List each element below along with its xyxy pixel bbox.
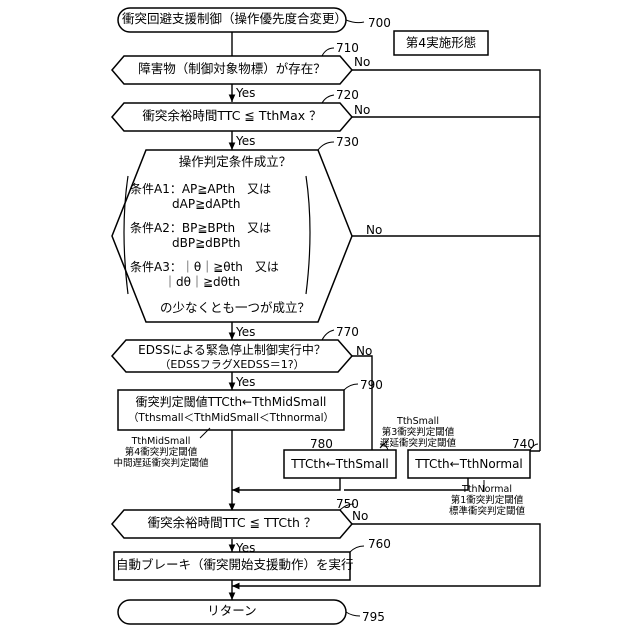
ref-720: 720 bbox=[336, 89, 359, 101]
decision-730-title: 操作判定条件成立？ bbox=[160, 156, 310, 169]
yes-720: Yes bbox=[236, 135, 255, 147]
start-label: 衝突回避支援制御（操作優先度合変更） bbox=[122, 13, 342, 26]
ref-740: 740 bbox=[512, 438, 535, 450]
no-750: No bbox=[352, 510, 368, 522]
process-790-line1: 衝突判定閾値TTCth←TthMidSmall bbox=[120, 396, 342, 408]
decision-770-line1: EDSSによる緊急停止制御実行中？ bbox=[126, 344, 338, 356]
condition-a1-line1: 条件A1：AP≧APth 又は bbox=[130, 182, 271, 197]
ref-730: 730 bbox=[336, 136, 359, 148]
ref-770: 770 bbox=[336, 326, 359, 338]
note-740: TthNormal 第1衝突判定閾値 標準衝突判定閾値 bbox=[432, 484, 542, 517]
condition-a2-line2: dBP≧dBPth bbox=[172, 236, 241, 251]
process-760-label: 自動ブレーキ（衝突開始支援動作）を実行 bbox=[116, 559, 348, 572]
no-710: No bbox=[354, 56, 370, 68]
note-780: TthSmall 第3衝突判定閾値 遅延衝突判定閾値 bbox=[370, 416, 466, 449]
ref-700: 700 bbox=[368, 17, 391, 29]
decision-770-line2: （EDSSフラグXEDSS＝1?） bbox=[126, 359, 338, 370]
ref-790: 790 bbox=[360, 379, 383, 391]
yes-750: Yes bbox=[236, 542, 255, 554]
yes-770: Yes bbox=[236, 376, 255, 388]
note-790: TthMidSmall 第4衝突判定閾値 中間遅延衝突判定閾値 bbox=[106, 436, 216, 469]
ref-780: 780 bbox=[310, 438, 333, 450]
embodiment-label: 第4実施形態 bbox=[398, 37, 484, 50]
decision-730-footer: の少なくとも一つが成立？ bbox=[150, 302, 320, 315]
process-740-label: TTCth←TthNormal bbox=[410, 458, 528, 470]
yes-710: Yes bbox=[236, 87, 255, 99]
no-720: No bbox=[354, 104, 370, 116]
ref-760: 760 bbox=[368, 538, 391, 550]
no-730: No bbox=[366, 224, 382, 236]
decision-710-label: 障害物（制御対象物標）が存在？ bbox=[130, 63, 334, 76]
process-780-label: TTCth←TthSmall bbox=[286, 458, 394, 470]
end-label: リターン bbox=[122, 605, 342, 618]
no-770: No bbox=[356, 345, 372, 357]
decision-720-label: 衝突余裕時間TTC ≦ TthMax ？ bbox=[130, 110, 334, 123]
condition-a3-line1: 条件A3：｜θ｜≧θth 又は bbox=[130, 260, 279, 275]
ref-795: 795 bbox=[362, 611, 385, 623]
condition-a2-line1: 条件A2：BP≧BPth 又は bbox=[130, 221, 271, 236]
condition-a1-line2: dAP≧dAPth bbox=[172, 197, 241, 212]
yes-730: Yes bbox=[236, 326, 255, 338]
condition-a3-line2: ｜dθ｜≧dθth bbox=[164, 275, 240, 290]
process-790-line2: （Tthsmall＜TthMidSmall＜Tthnormal） bbox=[120, 413, 342, 424]
decision-750-label: 衝突余裕時間TTC ≦ TTCth ？ bbox=[130, 517, 334, 530]
ref-710: 710 bbox=[336, 42, 359, 54]
